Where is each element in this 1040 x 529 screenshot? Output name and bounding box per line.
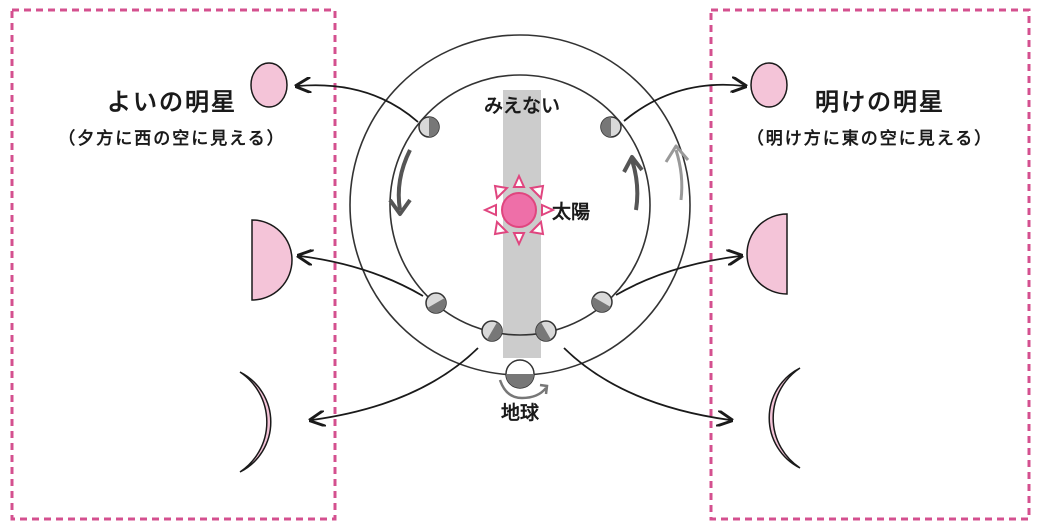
venus-position-icon — [481, 320, 503, 342]
arrow-to-right-half — [615, 256, 740, 296]
arrow-to-right-full — [623, 85, 744, 122]
right-phase-crescent-icon — [768, 367, 801, 469]
sun-label: 太陽 — [552, 200, 590, 223]
morning-star-subtitle: （明け方に東の空に見える） — [747, 128, 994, 149]
earth-rotation-arrow — [498, 379, 547, 400]
evening-star-subtitle: （夕方に西の空に見える） — [58, 128, 286, 149]
morning-star-title: 明けの明星 — [815, 88, 945, 116]
right-phase-half-icon — [746, 213, 788, 295]
left-phase-half-icon — [251, 219, 293, 301]
venus-position-icon — [591, 291, 613, 313]
earth-label: 地球 — [501, 401, 540, 424]
right-panel-border — [709, 8, 1031, 521]
venus-position-icon — [535, 320, 557, 342]
venus-orbit-direction-arrow-right — [630, 159, 640, 211]
venus-orbit-direction-arrow-left — [396, 149, 412, 211]
venus-position-icon — [418, 116, 440, 138]
left-phase-crescent-icon — [239, 371, 272, 473]
venus-orbit-direction-arrowhead-left — [388, 198, 412, 216]
earth-rotation-arrowhead — [539, 383, 549, 395]
left-phase-full-icon — [250, 62, 288, 108]
sun-icon — [482, 173, 556, 247]
earth-orbit-direction-arrowhead — [664, 144, 690, 163]
arrow-to-left-crescent — [312, 347, 479, 420]
earth-icon — [505, 359, 535, 389]
left-panel-border — [10, 8, 337, 521]
earth-orbit-direction-arrow — [674, 149, 684, 201]
arrow-to-right-crescent — [563, 347, 730, 420]
arrow-to-left-half — [300, 256, 424, 297]
venus-position-icon — [425, 292, 447, 314]
venus-position-icon — [600, 116, 622, 138]
right-phase-full-icon — [750, 62, 788, 108]
invisible-label: みえない — [484, 95, 560, 117]
arrow-to-left-full — [298, 85, 419, 123]
venus-orbit-direction-arrowhead-right — [622, 155, 644, 173]
evening-star-title: よいの明星 — [107, 88, 237, 116]
venus-orbit — [389, 74, 651, 336]
